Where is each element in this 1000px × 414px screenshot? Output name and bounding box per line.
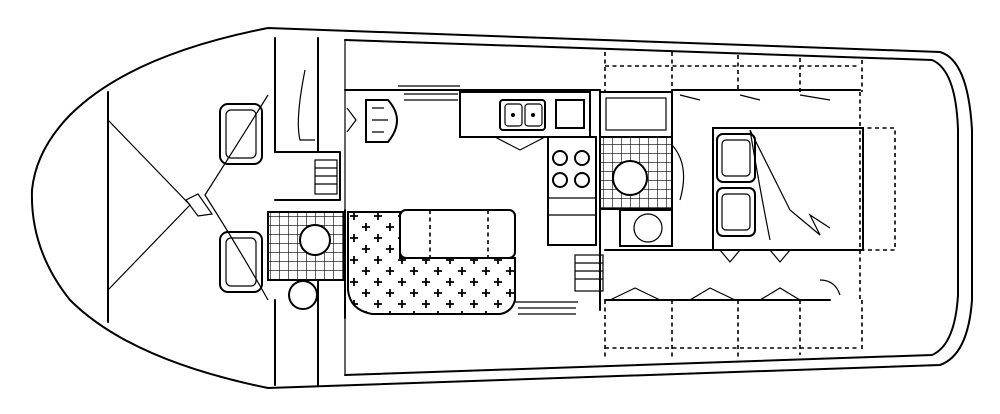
bow-area bbox=[107, 37, 341, 386]
stove-small bbox=[555, 99, 585, 129]
aft-sink bbox=[619, 209, 673, 247]
bar-sink bbox=[365, 99, 398, 143]
frame-lines bbox=[604, 52, 863, 360]
hull bbox=[30, 27, 973, 389]
dinette-seating bbox=[347, 211, 516, 315]
bow-cushion-bottom bbox=[219, 231, 263, 293]
dinette-table bbox=[399, 209, 516, 259]
hull-outline bbox=[30, 27, 973, 389]
head-area bbox=[267, 211, 345, 310]
berth-pillow-bottom bbox=[716, 187, 756, 237]
aft-cabin bbox=[604, 89, 896, 301]
hull-inner-line bbox=[344, 39, 959, 376]
bow-cushion-top bbox=[219, 103, 263, 165]
aft-toilet bbox=[612, 160, 648, 196]
toilet-bowl bbox=[299, 224, 331, 256]
salon bbox=[344, 85, 604, 319]
galley bbox=[459, 91, 597, 246]
sink-round bbox=[288, 280, 318, 310]
aft-head bbox=[599, 91, 685, 247]
